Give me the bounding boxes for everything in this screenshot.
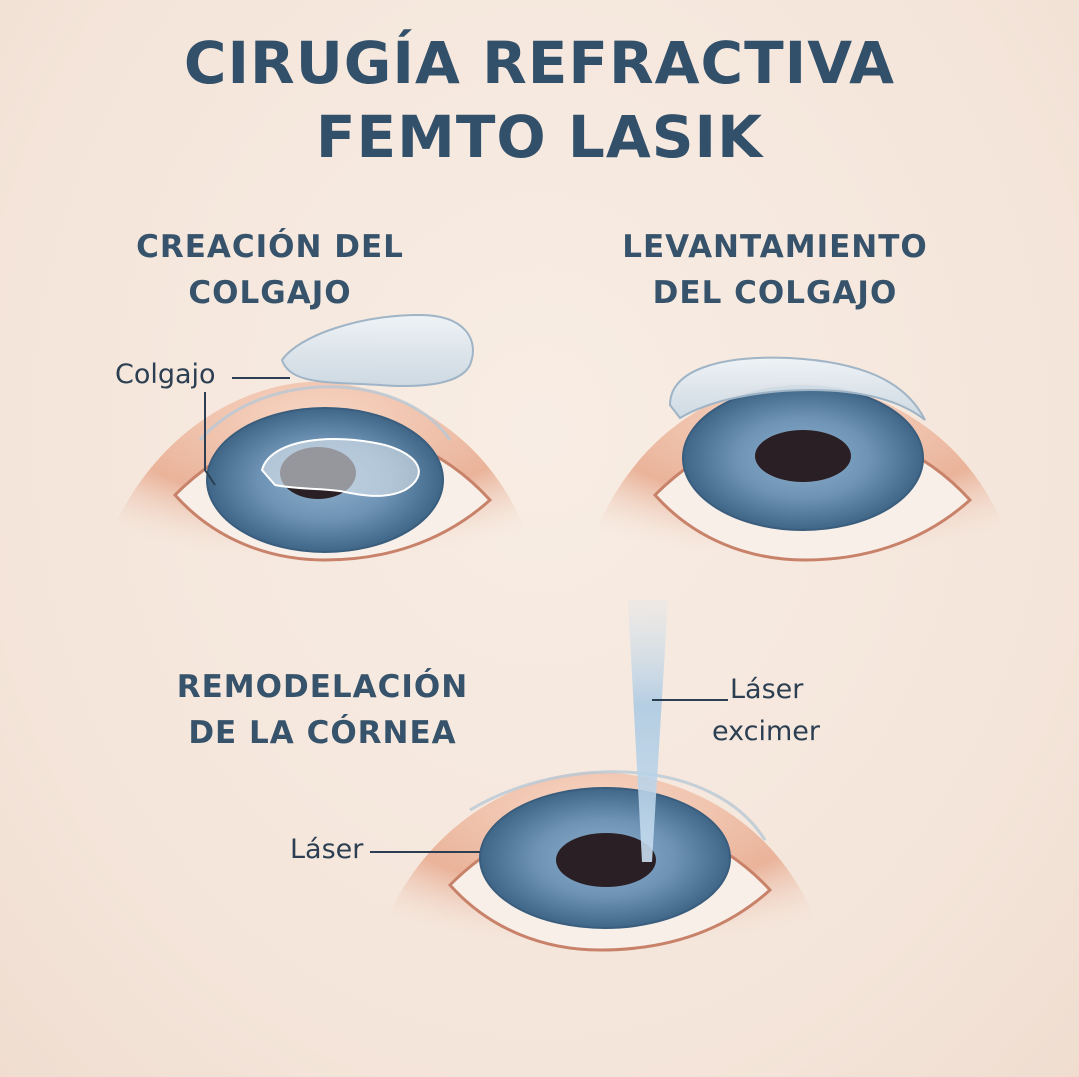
flap-pointer-line-2: [204, 392, 216, 486]
flap-cut: [260, 437, 420, 497]
label-excimer-line2: excimer: [712, 716, 820, 747]
flap-shape: [280, 313, 474, 387]
pupil: [556, 833, 656, 887]
cornea-edge: [198, 385, 452, 441]
step-creation-line2: COLGAJO: [188, 275, 352, 311]
eye-flap-lifting: [585, 356, 1015, 562]
step-lifting-line2: DEL COLGAJO: [652, 275, 898, 311]
eye-flap-creation: [100, 313, 535, 562]
label-flap: Colgajo: [115, 359, 216, 390]
pupil: [755, 430, 851, 482]
step-creation-line1: CREACIÓN DEL: [136, 229, 404, 265]
label-excimer-line1: Láser: [730, 674, 804, 705]
excimer-laser-beam: [628, 600, 668, 862]
step-lifting-line1: LEVANTAMIENTO: [622, 229, 928, 265]
main-title-line1: CIRUGÍA REFRACTIVA: [183, 29, 896, 97]
lifted-flap: [668, 356, 926, 421]
main-title-line2: FEMTO LASIK: [315, 103, 764, 171]
cornea-edge: [469, 770, 767, 841]
step-remodel-line2: DE LA CÓRNEA: [188, 715, 457, 751]
step-remodel-line1: REMODELACIÓN: [176, 669, 469, 705]
eye-remodeling: [370, 600, 825, 952]
label-laser: Láser: [290, 834, 364, 865]
